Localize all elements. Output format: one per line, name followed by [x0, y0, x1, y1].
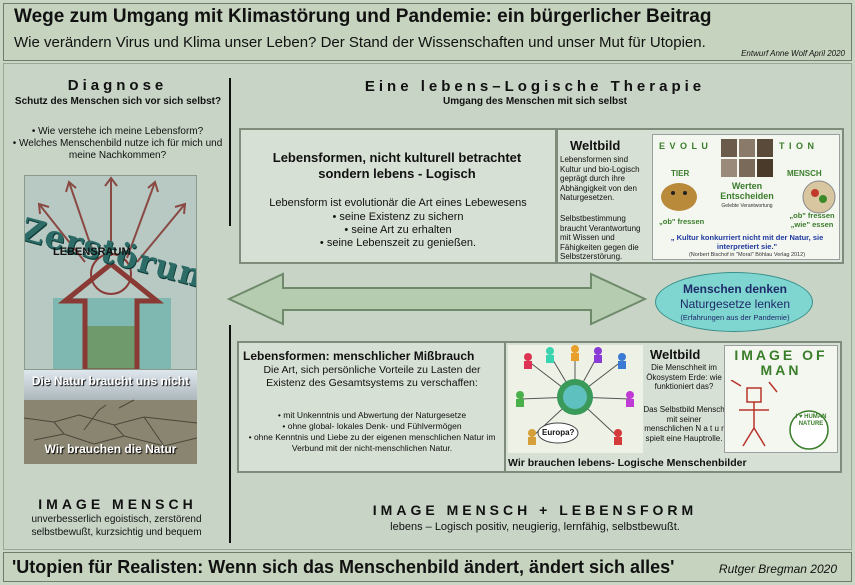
oval-line-3: (Erfahrungen aus der Pandemie) [680, 313, 790, 322]
cracked-earth-illustration [24, 370, 197, 464]
weltbild-box-2: Europa? Weltbild Die Menschheit im Ökosy… [504, 341, 842, 473]
human-nature-badge: I ♥ HUMAN NATURE [795, 414, 827, 427]
weltbild-2-text-1: Die Menschheit im Ökosystem Erde: wie fu… [646, 363, 722, 391]
weltbild-2-title: Weltbild [650, 347, 701, 362]
house-arrow-illustration [37, 176, 187, 369]
missbrauch-box: Lebensformen: menschlicher Mißbrauch Die… [237, 341, 506, 473]
zerstoerung-image: Zerstörung LEBENSRAUM [24, 175, 197, 370]
diagnose-list: • Wie verstehe ich meine Lebensform? • W… [10, 126, 225, 162]
page-subtitle: Wie verändern Virus und Klima unser Lebe… [14, 34, 706, 51]
evolution-faces [661, 180, 836, 214]
footer-quote: 'Utopien für Realisten: Wenn sich das Me… [12, 557, 675, 577]
lebensformen-intro: Lebensform ist evolutionär die Art eines… [269, 197, 527, 209]
lebensraum-label: LEBENSRAUM [53, 246, 131, 258]
missbrauch-intro: Die Art, sich persönliche Vorteile zu La… [263, 364, 481, 389]
image-of-man-panel: IMAGE OF MAN I ♥ HUMAN NATURE [724, 345, 838, 453]
faces-row [721, 139, 773, 177]
lebensformen-title: Lebensformen, nicht kulturell betrachtet… [272, 150, 522, 181]
menschen-denken-oval: Menschen denken Naturgesetze lenken (Erf… [655, 272, 813, 332]
lebensformen-list: • seine Existenz zu sichern • seine Art … [245, 211, 551, 250]
list-item: • Welches Menschenbild nutze ich für mic… [12, 138, 223, 161]
caption-natur-braucht-uns-nicht: Die Natur braucht uns nicht [31, 374, 190, 388]
diagnose-subheading: Schutz des Menschen sich vor sich selbst… [14, 96, 222, 107]
list-item: • ohne Kenntnis und Liebe zu der eigenen… [248, 432, 496, 453]
image-mensch-lebensform-heading: IMAGE MENSCH + LEBENSFORM [372, 502, 698, 518]
weltbild-2-text-2: Das Selbstbild Mensch mit seiner menschl… [643, 405, 725, 443]
missbrauch-list: • mit Unkenntnis und Abwertung der Natur… [241, 410, 503, 454]
evo-label: E V O L U [659, 141, 709, 151]
menschenbilder-banner: Wir brauchen lebens- Logische Menschenbi… [508, 457, 747, 469]
tier-label: TIER [671, 169, 690, 178]
mensch-label: MENSCH [787, 169, 822, 178]
list-item: • ohne global- lokales Denk- und Fühlver… [282, 421, 462, 431]
page-title: Wege zum Umgang mit Klimastörung und Pan… [14, 6, 712, 27]
diagnose-heading: Diagnose [67, 77, 168, 94]
double-arrow [227, 272, 647, 326]
oval-line-1: Menschen denken [682, 282, 788, 296]
image-mensch-text: unverbesserlich egoistisch, zerstörend s… [31, 514, 202, 538]
image-of-man-label: IMAGE OF MAN [734, 347, 828, 378]
footer-author: Rutger Bregman 2020 [718, 562, 837, 576]
list-item: • seine Art zu erhalten [344, 224, 452, 236]
caption-wir-brauchen-natur: Wir brauchen die Natur [44, 442, 177, 456]
list-item: • seine Lebenszeit zu genießen. [319, 237, 477, 249]
therapie-heading: Eine lebens–Logische Therapie [364, 78, 706, 95]
werten-small: Gelebte Verantwortung [721, 203, 773, 209]
werten-label: Werten Entscheiden [720, 181, 774, 201]
weltbild-box-1: Weltbild Lebensformen sind Kultur und bi… [556, 128, 844, 264]
kultur-quote: „ Kultur konkurriert nicht mit der Natur… [670, 233, 824, 251]
evolution-panel: E V O L U T I O N TIER MENSCH Werten Ent… [652, 134, 840, 260]
list-item: • Wie verstehe ich meine Lebensform? [31, 126, 204, 137]
wie-essen-label: „ob" fressen „wie" essen [789, 211, 835, 229]
tion-label: T I O N [779, 141, 815, 151]
weltbild-text-1: Lebensformen sind Kultur und bio-Logisch… [560, 155, 640, 202]
kultur-quote-source: (Norbert Bischof in "Moral" Böhlau Verla… [688, 252, 806, 258]
ob-fressen-label: „ob" fressen [659, 217, 705, 226]
image-mensch-heading: IMAGE MENSCH [38, 496, 197, 512]
europa-label: Europa? [542, 428, 575, 437]
therapie-subheading: Umgang des Menschen mit sich selbst [443, 96, 627, 107]
list-item: • mit Unkenntnis und Abwertung der Natur… [277, 410, 467, 420]
oval-line-2: Naturgesetze lenken [679, 297, 791, 311]
people-network [516, 345, 634, 445]
list-item: • seine Existenz zu sichern [332, 211, 464, 223]
footer-banner: 'Utopien für Realisten: Wenn sich das Me… [3, 552, 852, 582]
weltbild-title: Weltbild [570, 138, 621, 153]
weltbild-text-2: Selbstbestimmung braucht Verantwortung m… [560, 214, 641, 261]
lebensformen-box: Lebensformen, nicht kulturell betrachtet… [239, 128, 557, 264]
missbrauch-title: Lebensformen: menschlicher Mißbrauch [243, 349, 475, 363]
network-illustration: Europa? [508, 345, 643, 453]
header-banner: Wege zum Umgang mit Klimastörung und Pan… [3, 3, 852, 61]
credit: Entwurf Anne Wolf April 2020 [741, 49, 845, 58]
separator-bottom [229, 325, 231, 543]
image-mensch-lebensform-text: lebens – Logisch positiv, neugierig, ler… [390, 521, 680, 533]
separator-top [229, 78, 231, 226]
stick-figure-illustration [730, 380, 829, 450]
dry-earth-image: Die Natur braucht uns nicht Wir brauchen… [24, 370, 197, 464]
